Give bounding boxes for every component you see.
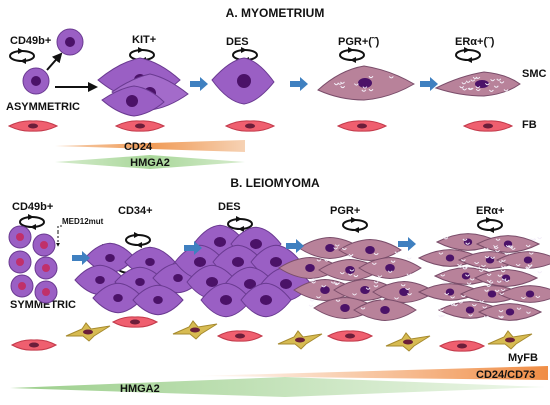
asymmetric-label: ASYMMETRIC — [6, 101, 80, 113]
fibroblast — [464, 121, 512, 131]
marker-era-a: ERα+(˜) — [455, 36, 495, 48]
stem-cell — [35, 257, 57, 279]
stem-cell-cluster-b — [9, 226, 57, 303]
marker-pgr-a: PGR+(˜) — [338, 36, 380, 48]
fibroblast — [9, 121, 57, 131]
stem-cell — [33, 234, 55, 256]
cd24-label-a: CD24 — [124, 141, 153, 153]
cd24-cd73-label: CD24/CD73 — [476, 369, 535, 381]
fibroblast — [113, 317, 157, 327]
smc-label: SMC — [522, 68, 547, 80]
fb-label: FB — [522, 119, 537, 131]
blue-arrow-icon — [290, 77, 308, 91]
myofibroblast — [386, 333, 430, 351]
rotate-icon — [343, 217, 367, 233]
myofibroblast — [488, 331, 532, 349]
rotate-icon — [478, 217, 502, 233]
marker-cd34: CD34+ — [118, 205, 153, 217]
des-cell-a — [212, 58, 274, 104]
kit-cell-cluster — [98, 58, 188, 116]
pgr-cell-a — [318, 66, 414, 100]
blue-arrow-icon — [398, 237, 416, 251]
stem-cell — [35, 281, 57, 303]
marker-cd49b-b: CD49b+ — [12, 201, 53, 213]
hmga2-gradient-b — [10, 377, 545, 397]
marker-cd49b-a: CD49b+ — [10, 35, 51, 47]
myofibroblast — [173, 321, 217, 339]
marker-pgr-b: PGR+ — [330, 205, 360, 217]
hmga2-label-a: HMGA2 — [130, 157, 170, 169]
rotate-icon — [126, 232, 150, 248]
fibroblasts-a — [9, 121, 512, 131]
blue-arrow-icon — [420, 77, 438, 91]
stem-cell — [9, 226, 31, 248]
rotate-icon — [340, 47, 364, 63]
marker-era-b: ERα+ — [476, 205, 504, 217]
blue-arrow-icon — [190, 77, 208, 91]
fibroblast — [440, 341, 484, 351]
fibroblast — [218, 331, 262, 341]
panel-b-title: B. LEIOMYOMA — [230, 176, 320, 190]
panel-b: B. LEIOMYOMA CD49b+ MED12mut CD34+ DES P… — [9, 176, 550, 397]
era-cell-cluster-b — [419, 234, 550, 321]
myofibroblast — [278, 331, 322, 349]
myfb-label: MyFB — [508, 352, 538, 364]
fibroblast — [338, 121, 386, 131]
stem-cell — [11, 275, 33, 297]
hmga2-label-b: HMGA2 — [120, 383, 160, 395]
marker-des-b: DES — [218, 201, 241, 213]
marker-kit: KIT+ — [132, 34, 156, 46]
rotate-icon — [10, 48, 34, 64]
fibroblast — [328, 331, 372, 341]
marker-des-a: DES — [226, 36, 249, 48]
med12-label: MED12mut — [62, 217, 104, 226]
blue-arrow-icon — [72, 251, 90, 265]
fibroblasts-b — [12, 317, 532, 351]
fibroblast — [12, 340, 56, 350]
self-renew-arrow — [47, 54, 61, 70]
myofibroblast — [66, 323, 110, 341]
panel-a: A. MYOMETRIUM CD49b+ ASYMMETRIC KIT+ DES… — [6, 6, 547, 169]
panel-a-title: A. MYOMETRIUM — [226, 6, 325, 20]
fibroblast — [226, 121, 274, 131]
fibroblast — [116, 121, 164, 131]
stem-cell — [9, 251, 31, 273]
rotate-icon — [456, 47, 480, 63]
era-cell-a — [436, 72, 520, 96]
